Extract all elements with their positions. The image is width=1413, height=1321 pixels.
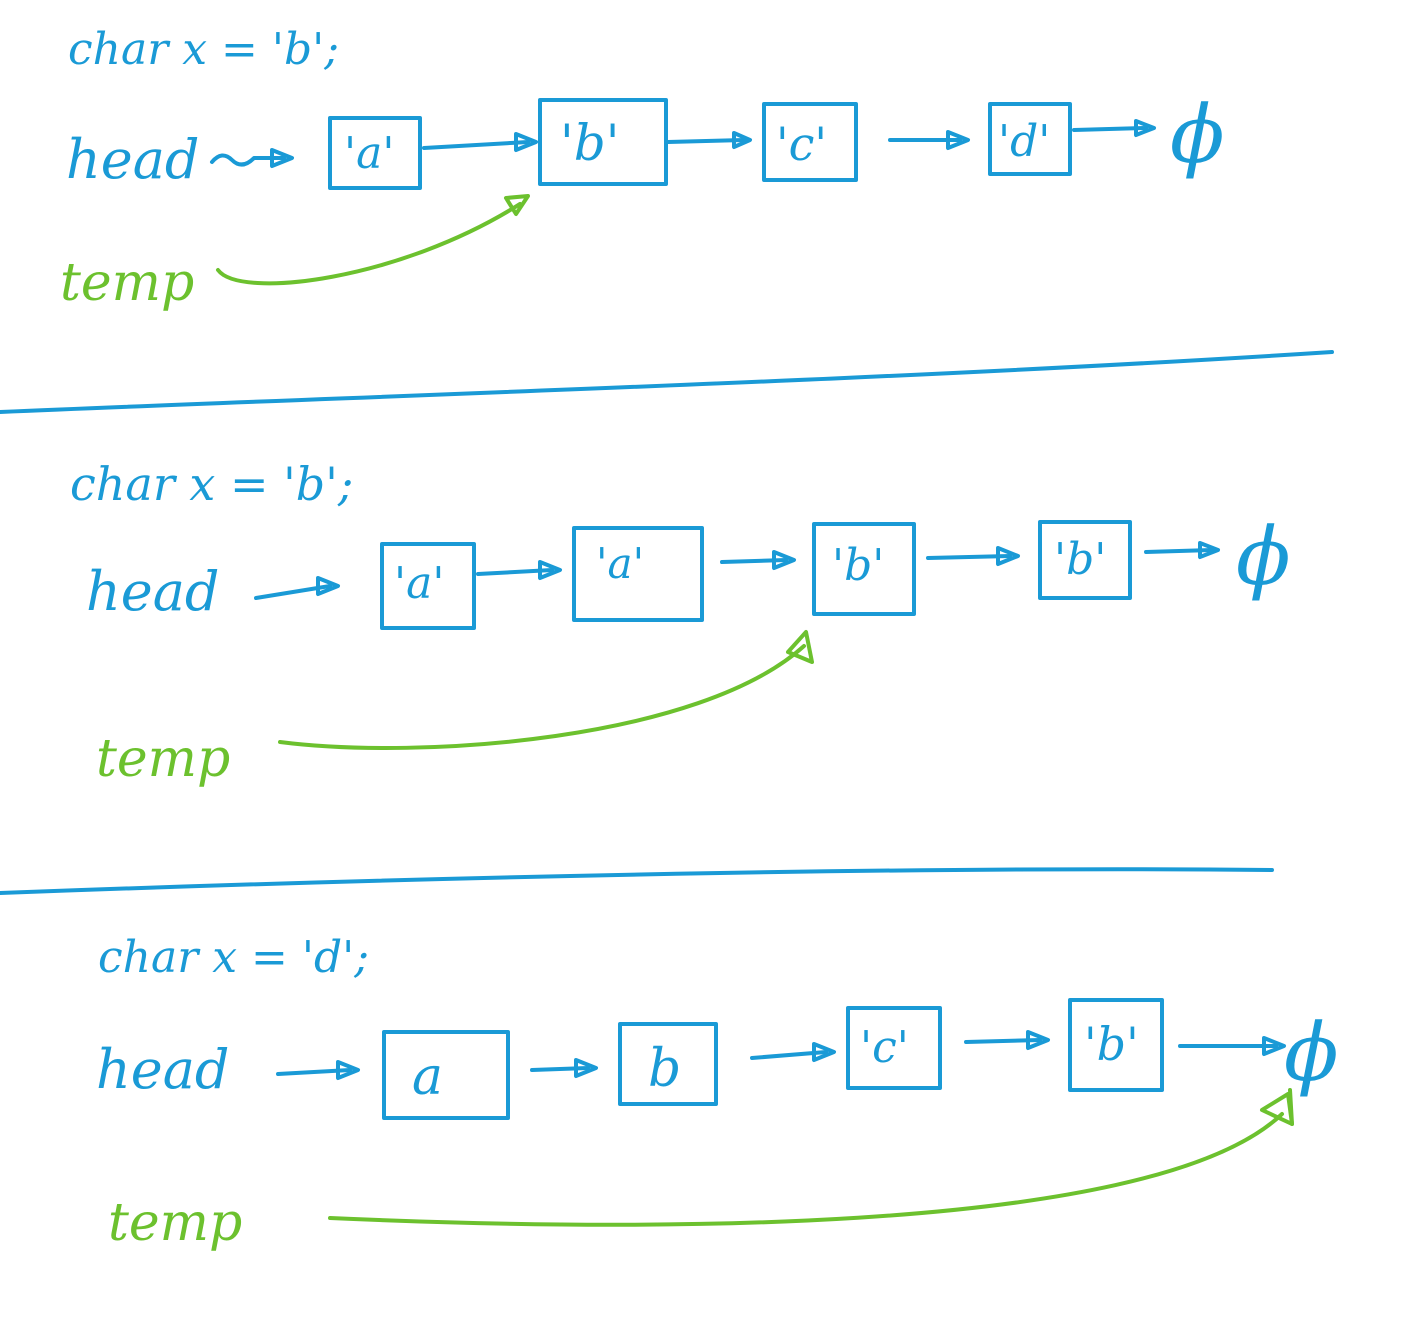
null-symbol: ϕ: [1236, 510, 1291, 603]
separator-line-1: [0, 350, 1334, 414]
head-arrowhead: [336, 1060, 360, 1080]
node-4-value: 'b': [1054, 534, 1106, 585]
temp-label: temp: [108, 1193, 242, 1253]
list-node-3: [812, 522, 916, 616]
node-4-value: 'b': [1084, 1017, 1139, 1071]
next-arrowhead: [538, 560, 562, 580]
next-arrowhead: [812, 1042, 836, 1062]
panel-2: char x = 'b'; head 'a' 'a' 'b' 'b' ϕ tem…: [70, 457, 1291, 789]
head-label: head: [66, 128, 200, 191]
next-arrow: [666, 138, 746, 144]
panel-1: char x = 'b'; head 'a' 'b' 'c' 'd' ϕ tem…: [60, 24, 1225, 313]
temp-arrowhead: [786, 630, 814, 664]
next-arrowhead: [1026, 1030, 1050, 1050]
code-line: char x = 'b';: [68, 24, 339, 75]
node-1-value: 'a': [344, 128, 394, 179]
head-arrowhead: [316, 576, 340, 596]
node-3-value: 'c': [860, 1022, 909, 1073]
next-arrowhead: [946, 130, 970, 150]
next-arrowhead: [514, 132, 538, 152]
temp-arrowhead: [504, 194, 530, 216]
node-2-value: 'b': [560, 114, 620, 172]
node-3-value: 'c': [776, 117, 827, 171]
next-arrowhead: [772, 550, 796, 570]
head-arrowhead: [270, 148, 294, 168]
list-node-4: [1038, 520, 1132, 600]
null-symbol: ϕ: [1170, 88, 1225, 181]
temp-arrow: [278, 644, 806, 750]
code-line: char x = 'd';: [98, 932, 369, 983]
list-node-1: [382, 1030, 510, 1120]
next-arrowhead: [1198, 541, 1220, 559]
node-3-value: 'b': [832, 540, 884, 591]
list-node-3: [846, 1006, 942, 1090]
node-1-value: a: [412, 1047, 443, 1107]
null-symbol: ϕ: [1284, 1006, 1339, 1099]
head-label: head: [96, 1038, 230, 1101]
separator-line-2: [0, 867, 1274, 895]
next-arrow: [422, 140, 530, 150]
next-arrowhead: [996, 546, 1020, 566]
list-node-2: [572, 526, 704, 622]
next-arrowhead: [574, 1058, 598, 1078]
temp-label: temp: [96, 729, 230, 789]
list-node-3: [762, 102, 858, 182]
temp-arrow: [328, 1112, 1284, 1227]
next-arrowhead: [1262, 1036, 1286, 1056]
next-arrowhead: [732, 131, 752, 149]
list-node-4: [988, 102, 1072, 176]
node-2-value: 'a': [596, 539, 644, 588]
list-node-1: [328, 116, 422, 190]
node-1-value: 'a': [394, 558, 444, 609]
next-arrow: [1144, 548, 1214, 554]
code-line: char x = 'b';: [70, 457, 353, 511]
next-arrow: [720, 558, 788, 564]
head-label: head: [86, 560, 220, 623]
list-node-4: [1068, 998, 1164, 1092]
next-arrowhead: [1134, 119, 1156, 137]
node-2-value: b: [648, 1039, 681, 1099]
temp-arrow: [216, 202, 522, 286]
node-4-value: 'd': [998, 116, 1050, 167]
temp-target-mark: [1288, 1088, 1294, 1126]
list-node-2: [618, 1022, 718, 1106]
temp-label: temp: [60, 253, 194, 313]
panel-3: char x = 'd'; head a b 'c' 'b' ϕ temp: [96, 932, 1339, 1253]
list-node-1: [380, 542, 476, 630]
next-arrow: [530, 1066, 590, 1072]
head-arrow: [210, 153, 286, 167]
